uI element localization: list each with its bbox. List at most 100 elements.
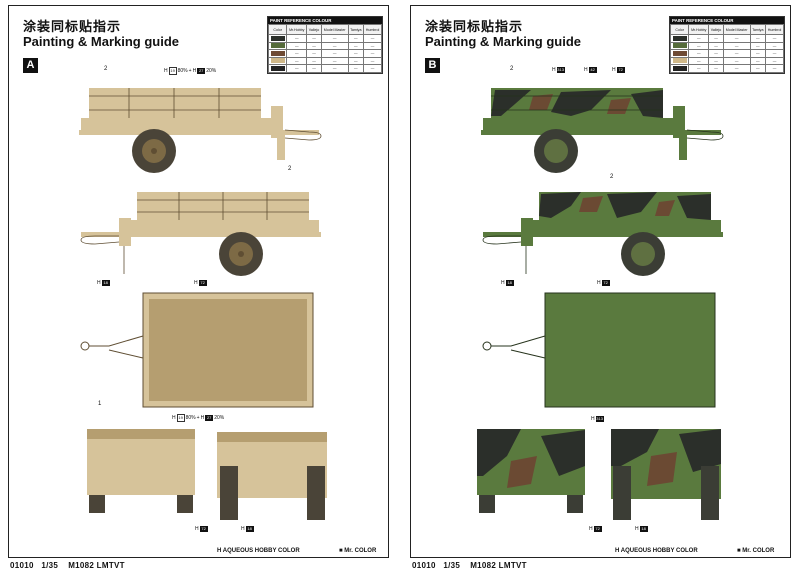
sheet-b: 涂装同标贴指示 Painting & Marking guide B PAINT… (410, 5, 791, 558)
legend-mr-color: ■ Mr. COLOR (339, 548, 377, 554)
hobby-mark: H (597, 280, 601, 286)
color-swatch (672, 50, 687, 56)
paint-reference-table: PAINT REFERENCE COLOUR Color Mr.Hobby Va… (669, 16, 785, 74)
ref-table-heading: PAINT REFERENCE COLOUR (670, 17, 784, 24)
color-callout: H 72 (589, 526, 602, 532)
trailer-rear-views (477, 429, 721, 520)
color-swatch (270, 58, 285, 64)
ref-col-header: Mr.Hobby (688, 24, 710, 35)
ref-cell: — (688, 64, 710, 73)
ref-cell: — (320, 64, 349, 73)
ref-col-header: Model Master (722, 24, 751, 35)
part-number: 2 (610, 174, 614, 180)
trailer-rear-views (87, 429, 327, 520)
ref-col-header: Humbrol (765, 24, 784, 35)
trailer-side-view-right (79, 88, 322, 173)
ref-row: ————— (267, 64, 382, 73)
color-swatch (672, 35, 687, 41)
footer-model: M1082 LMTVT (470, 561, 527, 570)
ref-table-heading: PAINT REFERENCE COLOUR (268, 17, 382, 24)
color-callout: H 72 (194, 280, 207, 286)
color-code-box-dark: 72 (601, 280, 610, 286)
color-callout: H 42 (584, 67, 597, 73)
legend-aqueous: H AQUEOUS HOBBY COLOR (615, 548, 698, 554)
color-callout: H 18 (635, 526, 648, 532)
title-cn: 涂装同标贴指示 (23, 19, 122, 34)
footer-scale: 1/35 (443, 561, 461, 570)
color-code-box-dark: 18 (639, 526, 648, 532)
trailer-side-view-left (482, 192, 723, 276)
footer-right: 01010 1/35 M1082 LMTVT (412, 561, 527, 570)
paint-reference-table: PAINT REFERENCE COLOUR Color Mr.Hobby Va… (267, 16, 383, 74)
ref-col-header: Color (669, 24, 690, 35)
color-code-box: 19 (168, 67, 177, 75)
footer-left: 01010 1/35 M1082 LMTVT (10, 561, 125, 570)
color-swatch (270, 35, 285, 41)
color-swatch (270, 50, 285, 56)
color-callout: H 313 (552, 67, 565, 73)
title-en: Painting & Marking guide (425, 34, 582, 49)
footer-scale: 1/35 (41, 561, 59, 570)
part-number: 2 (510, 66, 514, 72)
legend-mr-color: ■ Mr. COLOR (737, 548, 775, 554)
scheme-badge: A (23, 58, 38, 73)
color-code-box-dark: 42 (588, 67, 597, 73)
color-callout: H 18 (501, 280, 514, 286)
ref-table-grid: Color Mr.Hobby Vallejo Model Master Tami… (669, 24, 784, 73)
legend-aqueous: H AQUEOUS HOBBY COLOR (217, 548, 300, 554)
part-number: 2 (288, 166, 292, 172)
color-swatch (672, 43, 687, 49)
ref-row: ————— (669, 49, 784, 58)
ref-row: ————— (669, 56, 784, 65)
color-code-box-dark: 18 (101, 280, 110, 286)
trailer-top-view (482, 292, 716, 408)
ref-col-header: Mr.Hobby (286, 24, 308, 35)
hobby-mark: H (591, 416, 595, 422)
color-callout: H 18 (97, 280, 110, 286)
hobby-mark: H (195, 526, 199, 532)
ref-col-header: Humbrol (363, 24, 382, 35)
ref-cell: — (286, 64, 308, 73)
ratio: 80% (185, 415, 196, 421)
color-code-box-dark: 18 (505, 280, 514, 286)
ratio: 20% (214, 415, 225, 421)
hobby-mark: H (635, 526, 639, 532)
color-callout: H 72 (195, 526, 208, 532)
hobby-mark: H (97, 280, 101, 286)
color-callout: H 72 (597, 280, 610, 286)
ref-table-grid: Color Mr.Hobby Vallejo Model Master Tami… (267, 24, 382, 73)
title-cn: 涂装同标贴指示 (425, 19, 524, 34)
hobby-mark: H (589, 526, 593, 532)
plus-sign: + (196, 415, 200, 421)
ratio: 80% (177, 68, 188, 74)
trailer-side-view-right (481, 88, 724, 173)
hobby-mark: H (192, 68, 197, 74)
hobby-mark: H (501, 280, 505, 286)
color-code-box-dark: 72 (198, 280, 207, 286)
ref-col-header: Model Master (320, 24, 349, 35)
color-callout: H 313 (591, 416, 604, 422)
color-code-box-dark: 18 (245, 526, 254, 532)
color-code-box-dark: 313 (595, 416, 604, 422)
part-number: 1 (98, 401, 102, 407)
footer-model: M1082 LMTVT (68, 561, 125, 570)
ref-row: ————— (267, 41, 382, 50)
color-code-box-dark: 27 (205, 415, 214, 421)
trailer-side-view-left (80, 192, 321, 276)
color-swatch (270, 43, 285, 49)
ref-cell: — (363, 64, 382, 73)
hobby-mark: H (584, 67, 588, 73)
color-swatch (672, 58, 687, 64)
color-code-box-dark: 72 (593, 526, 602, 532)
footer-code: 01010 (10, 561, 34, 570)
sheet-a: 涂装同标贴指示 Painting & Marking guide A PAINT… (8, 5, 389, 558)
color-callout: H 19 80% + H 27 20% (172, 414, 224, 422)
hobby-mark: H (200, 415, 205, 421)
ref-cell: — (765, 64, 784, 73)
hobby-mark: H (172, 415, 176, 421)
color-code-box: 19 (176, 414, 185, 422)
ref-row: ————— (669, 64, 784, 73)
part-number: 2 (104, 66, 108, 72)
footer-code: 01010 (412, 561, 436, 570)
hobby-mark: H (552, 67, 556, 73)
